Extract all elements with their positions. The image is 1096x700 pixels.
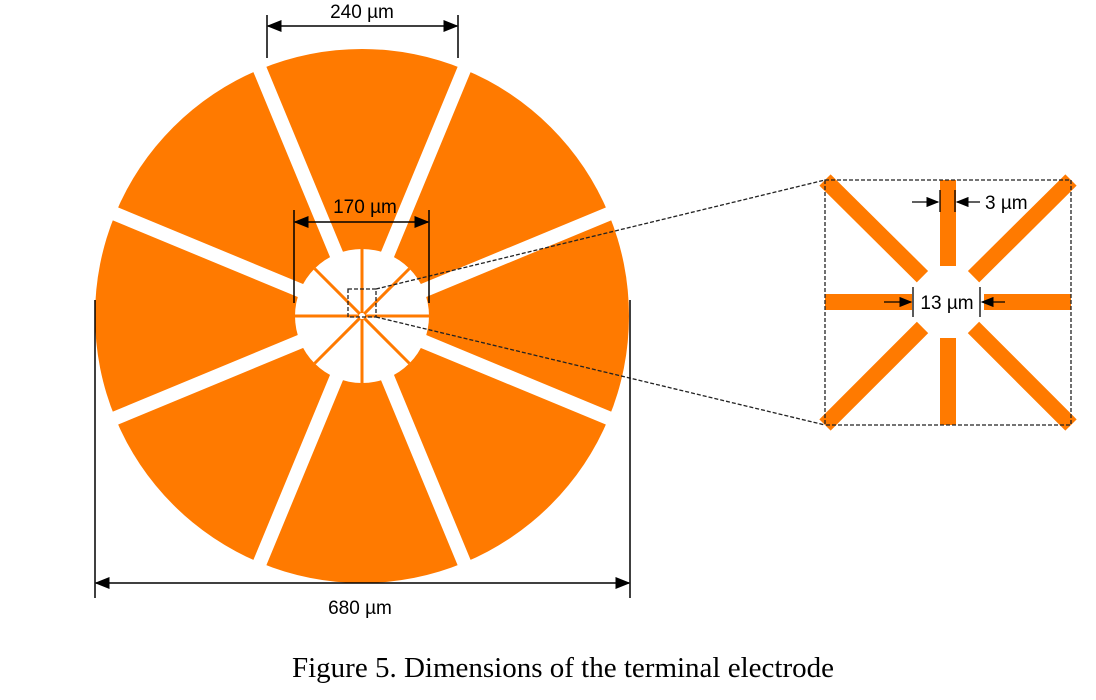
zoom-line <box>375 179 826 290</box>
label-680: 680 µm <box>328 598 392 619</box>
figure-caption: Figure 5. Dimensions of the terminal ele… <box>292 652 834 684</box>
inner-finger <box>313 267 361 315</box>
inset-finger <box>967 321 1077 431</box>
dimension-240: 240 µm <box>266 2 459 58</box>
inner-finger <box>363 267 411 315</box>
inset-finger <box>819 321 929 431</box>
zoom-line <box>375 316 826 426</box>
label-170: 170 µm <box>333 197 397 218</box>
inner-finger <box>363 317 411 365</box>
inset-border <box>824 179 1072 426</box>
dimension-13: 13 µm <box>884 287 1005 317</box>
dimension-3: 3 µm <box>912 190 1028 214</box>
inner-finger <box>313 317 361 365</box>
dimension-680: 680 µm <box>94 300 631 619</box>
inset-finger <box>819 174 929 283</box>
inset-finger <box>967 174 1077 283</box>
label-240: 240 µm <box>330 2 394 23</box>
zoom-inset <box>819 174 1077 431</box>
electrode <box>95 49 826 583</box>
dimension-170: 170 µm <box>293 197 430 303</box>
label-3: 3 µm <box>985 193 1028 214</box>
zoom-box <box>347 288 377 318</box>
label-13: 13 µm <box>920 293 973 314</box>
